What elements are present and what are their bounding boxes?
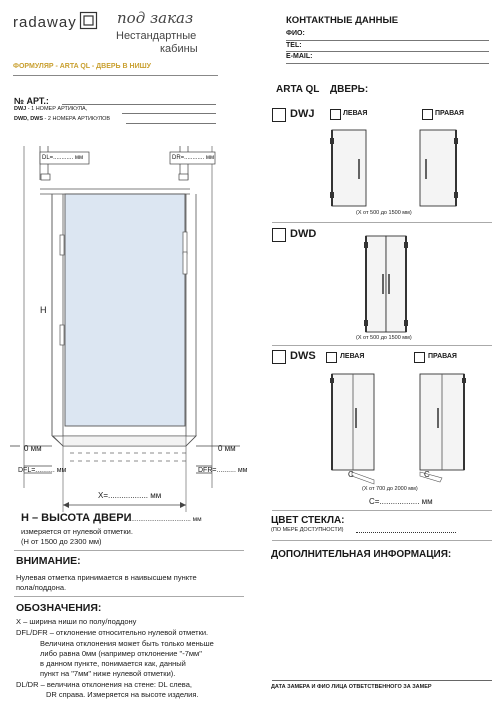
divider-glass	[272, 540, 492, 541]
legend-line-8: DR справа. Измеряется на высоте изделия.	[46, 690, 199, 699]
form-title: ФОРМУЛЯР - ARTA QL - ДВЕРЬ В НИШУ	[13, 63, 152, 70]
dfr-label[interactable]: DFR=.......... мм	[198, 467, 248, 474]
h-letter: H	[40, 305, 47, 315]
dwj-right-checkbox[interactable]	[422, 109, 433, 120]
height-note-2: (H от 1500 до 2300 мм)	[21, 537, 102, 546]
door-label: ДВЕРЬ:	[330, 84, 369, 95]
divider-2	[14, 596, 244, 597]
attention-title: ВНИМАНИЕ:	[16, 555, 81, 567]
divider-1	[14, 550, 244, 551]
attention-line-2: пола/поддона.	[16, 583, 67, 592]
dwj-checkbox[interactable]	[272, 108, 286, 122]
article-note-2: DWD, DWS - 2 НОМЕРА АРТИКУЛОВ	[14, 116, 111, 122]
niche-drawing	[10, 146, 240, 512]
contact-name-label: ФИО:	[286, 30, 305, 37]
contact-name-field[interactable]	[286, 40, 489, 41]
dl-label[interactable]: DL=............ мм	[42, 155, 84, 161]
height-note-1: измеряется от нулевой отметки.	[21, 527, 133, 536]
dws-right-checkbox[interactable]	[414, 352, 425, 363]
header-rule	[13, 75, 218, 76]
legend-title: ОБОЗНАЧЕНИЯ:	[16, 602, 102, 614]
contact-tel-label: TEL:	[286, 42, 302, 49]
product-series: ARTA QL	[276, 84, 320, 95]
contacts-title: КОНТАКТНЫЕ ДАННЫЕ	[286, 15, 399, 26]
dwj-door-drawings	[330, 129, 458, 207]
attention-line-1: Нулевая отметка принимается в наивысшем …	[16, 573, 197, 582]
dwj-label: DWJ	[290, 108, 315, 120]
article-title: № АРТ.:	[14, 96, 49, 106]
dwd-label: DWD	[290, 228, 317, 240]
dfl-label[interactable]: DFL=.......... мм	[18, 467, 67, 474]
divider-dws	[272, 510, 492, 511]
dws-c-left: C	[348, 470, 354, 479]
dws-label: DWS	[290, 350, 316, 362]
dr-label[interactable]: DR=............ мм	[172, 155, 215, 161]
legend-line-5: в данном пункте, понимается как, данный	[40, 659, 186, 668]
legend-line-2: DFL/DFR – отклонение относительно нулево…	[16, 628, 209, 637]
contact-email-field[interactable]	[286, 63, 489, 64]
signature-line[interactable]	[272, 680, 492, 681]
brand-square-icon	[79, 11, 98, 30]
c-label[interactable]: C=.................. мм	[369, 497, 433, 506]
x-label[interactable]: X=.................. мм	[98, 491, 162, 500]
divider-dwd	[272, 345, 492, 346]
glass-title: ЦВЕТ СТЕКЛА:	[271, 515, 345, 526]
dws-door-drawings	[330, 373, 466, 485]
article-field-1[interactable]	[62, 104, 216, 105]
slogan-cabins: кабины	[160, 43, 198, 55]
brand-logo: radaway	[13, 14, 77, 31]
zero-left-label: 0 мм	[24, 444, 42, 453]
contact-email-label: E-MAIL:	[286, 53, 313, 60]
legend-line-3: Величина отклонения может быть только ме…	[40, 639, 214, 648]
dws-right-label: ПРАВАЯ	[428, 353, 457, 360]
dws-left-label: ЛЕВАЯ	[340, 353, 365, 360]
divider-dwj	[272, 222, 492, 223]
legend-line-4: либо равна 0мм (например отклонение "-7м…	[40, 649, 202, 658]
article-field-3[interactable]	[126, 123, 216, 124]
extra-info-title: ДОПОЛНИТЕЛЬНАЯ ИНФОРМАЦИЯ:	[271, 549, 452, 560]
zero-right-label: 0 мм	[218, 444, 236, 453]
height-title: H – ВЫСОТА ДВЕРИ	[21, 512, 132, 524]
dws-checkbox[interactable]	[272, 350, 286, 364]
dws-range: (X от 700 до 2000 мм)	[362, 486, 418, 492]
article-note-1: DWJ - 1 НОМЕР АРТИКУЛА,	[14, 106, 88, 112]
glass-note: (ПО МЕРЕ ДОСТУПНОСТИ)	[271, 527, 344, 533]
dws-c-right: C	[424, 470, 430, 479]
dwj-left-checkbox[interactable]	[330, 109, 341, 120]
glass-field[interactable]	[356, 532, 456, 533]
dwj-right-label: ПРАВАЯ	[435, 110, 464, 117]
dwj-left-label: ЛЕВАЯ	[343, 110, 368, 117]
dwd-door-drawing	[364, 235, 408, 333]
dwd-checkbox[interactable]	[272, 228, 286, 242]
legend-line-6: пункт на "7мм" ниже нулевой отметки).	[40, 669, 176, 678]
legend-line-1: X – ширина ниши по полу/поддону	[16, 617, 137, 626]
slogan-custom: Нестандартные	[116, 30, 197, 42]
dwj-range: (X от 500 до 1500 мм)	[356, 210, 412, 216]
signature-label: ДАТА ЗАМЕРА И ФИО ЛИЦА ОТВЕТСТВЕННОГО ЗА…	[271, 684, 432, 690]
slogan-order: под заказ	[117, 9, 194, 27]
contact-tel-field[interactable]	[286, 51, 489, 52]
legend-line-7: DL/DR – величина отклонения на стене: DL…	[16, 680, 192, 689]
dws-left-checkbox[interactable]	[326, 352, 337, 363]
height-field[interactable]: ..................................... мм	[124, 516, 202, 523]
dwd-range: (X от 500 до 1500 мм)	[356, 335, 412, 341]
article-field-2[interactable]	[122, 113, 216, 114]
